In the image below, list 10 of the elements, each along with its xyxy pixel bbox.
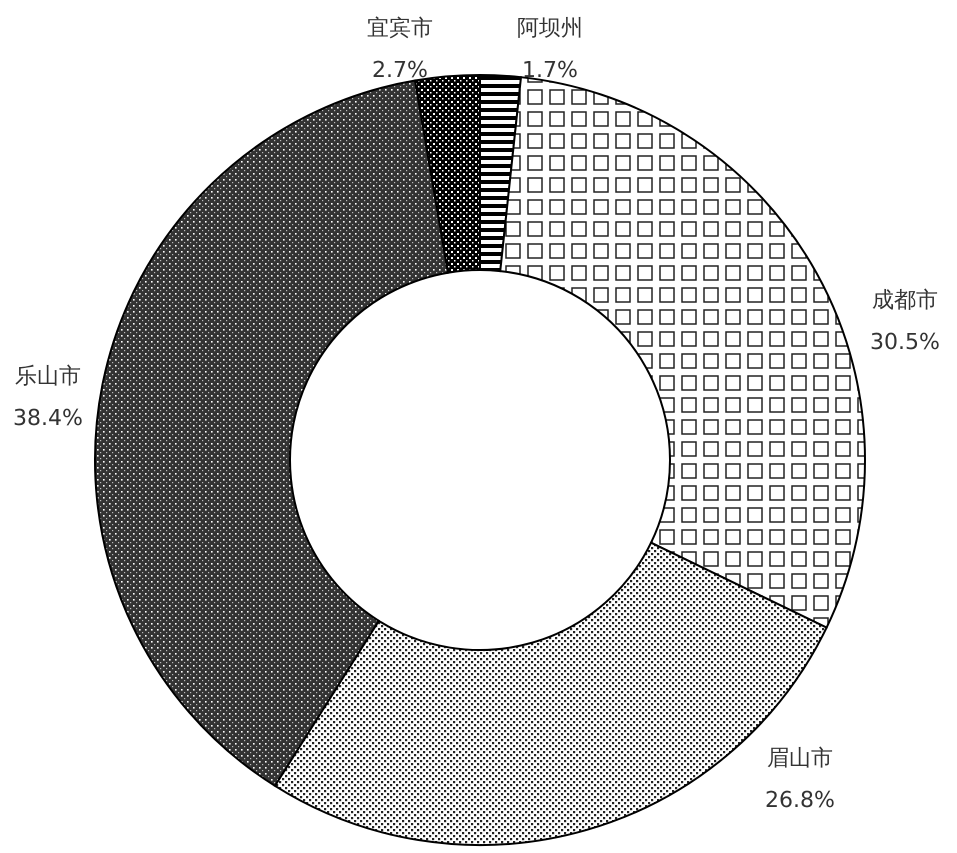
category-label: 乐山市: [15, 366, 81, 388]
value-label: 30.5%: [870, 332, 940, 354]
value-label: 1.7%: [522, 60, 578, 82]
value-label: 26.8%: [765, 790, 835, 812]
category-label: 宜宾市: [367, 18, 433, 40]
value-label: 38.4%: [13, 408, 83, 430]
category-label: 眉山市: [767, 748, 833, 770]
value-label: 2.7%: [372, 60, 428, 82]
category-label: 成都市: [872, 290, 938, 312]
category-label: 阿坝州: [517, 18, 583, 40]
